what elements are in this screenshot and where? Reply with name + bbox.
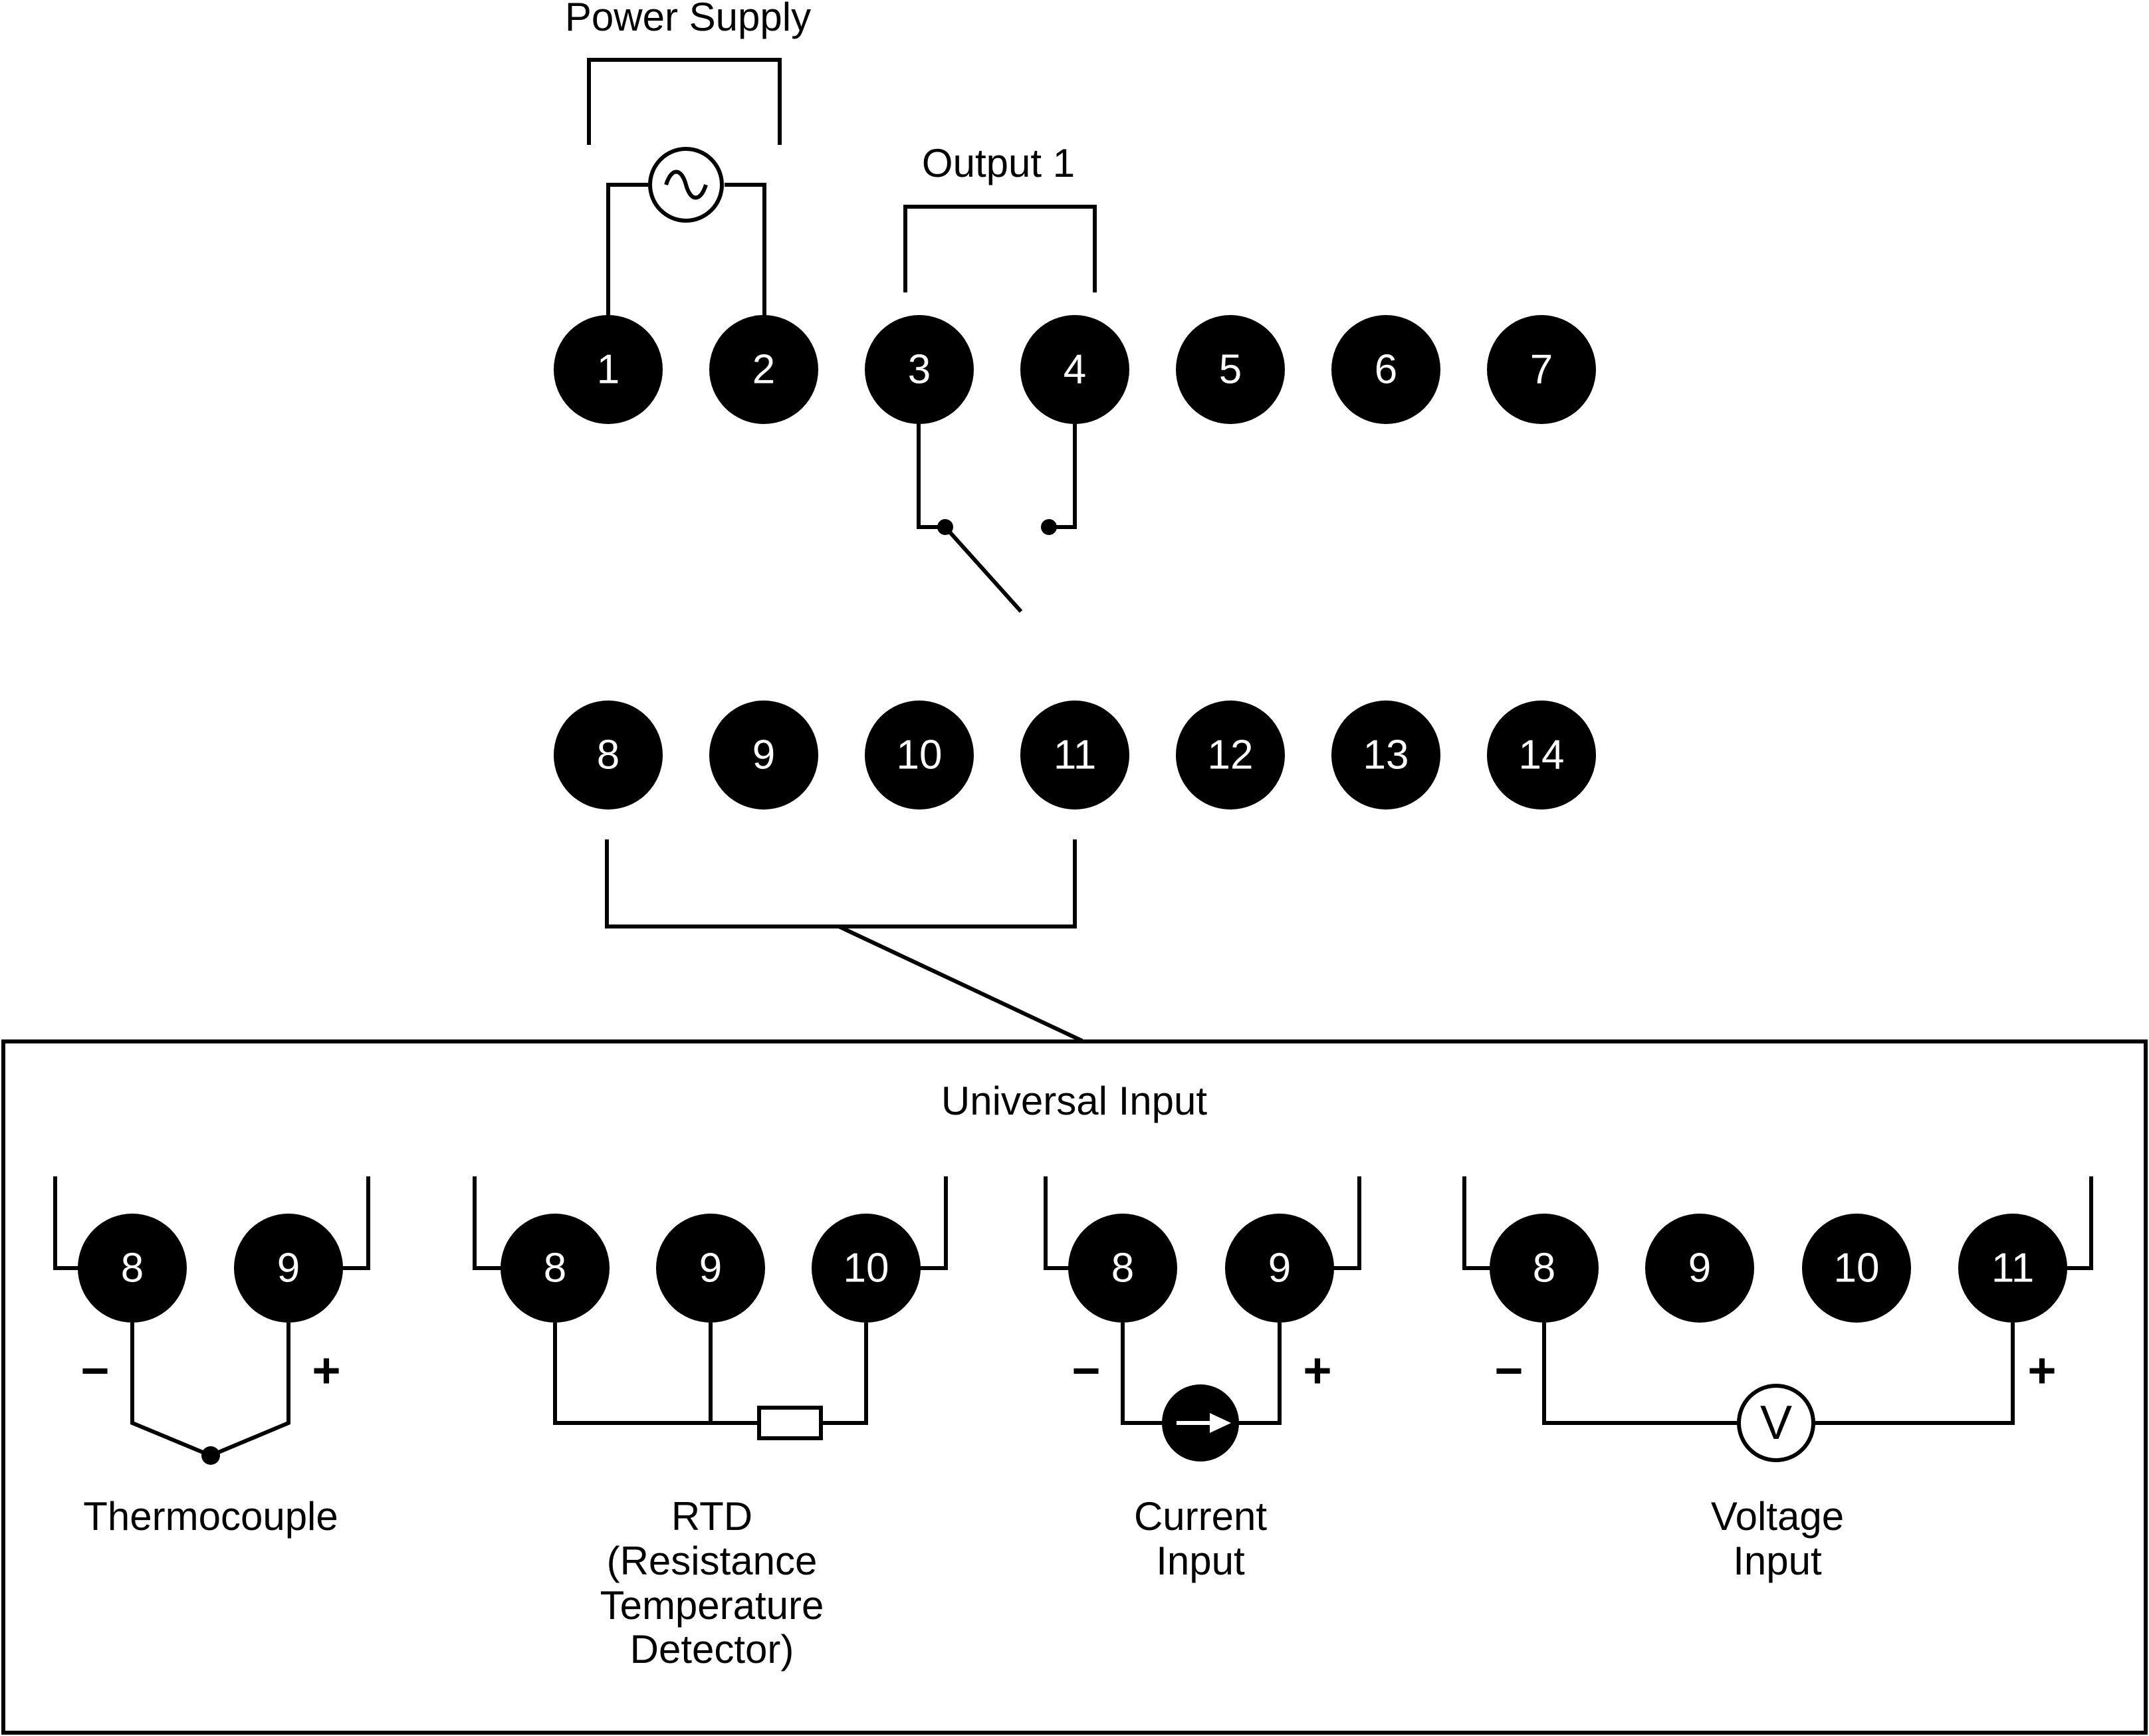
svg-text:11: 11 bbox=[1991, 1246, 2034, 1291]
power-supply-wire bbox=[606, 183, 766, 319]
terminal-10: 10 bbox=[865, 701, 974, 810]
terminal-12: 12 bbox=[1176, 701, 1285, 810]
voltage-input-diagram: V 8 9 10 11 − + Voltage Input bbox=[1462, 1176, 2093, 1583]
terminal-1: 1 bbox=[554, 315, 663, 424]
minus-sign: − bbox=[1072, 1343, 1100, 1398]
terminal-4: 4 bbox=[1020, 315, 1129, 424]
rtd-wire bbox=[553, 1323, 868, 1425]
thermocouple-wire bbox=[130, 1323, 290, 1458]
current-arrowhead-icon bbox=[1210, 1413, 1231, 1433]
voltmeter-icon bbox=[1737, 1384, 1815, 1462]
terminal-9: 9 bbox=[234, 1214, 343, 1323]
terminal-row-top: 1 2 3 4 5 6 7 bbox=[554, 315, 1596, 424]
output-1-label: Output 1 bbox=[922, 141, 1075, 185]
svg-text:10: 10 bbox=[1834, 1246, 1880, 1291]
svg-text:2: 2 bbox=[752, 347, 775, 393]
svg-text:8: 8 bbox=[597, 732, 620, 778]
svg-text:9: 9 bbox=[1268, 1246, 1291, 1291]
current-input-label-line-1: Current bbox=[1134, 1494, 1267, 1539]
universal-input-title: Universal Input bbox=[941, 1079, 1208, 1123]
terminal-6: 6 bbox=[1331, 315, 1440, 424]
terminal-8: 8 bbox=[78, 1214, 187, 1323]
voltage-input-wire bbox=[1542, 1323, 2015, 1425]
terminal-3: 3 bbox=[865, 315, 974, 424]
relay-wire-left bbox=[917, 399, 945, 529]
terminal-14: 14 bbox=[1487, 701, 1596, 810]
rtd-label-line-1: RTD bbox=[671, 1494, 752, 1539]
output-1-bracket bbox=[903, 205, 1097, 292]
svg-text:9: 9 bbox=[277, 1246, 300, 1291]
svg-text:13: 13 bbox=[1363, 732, 1409, 778]
terminal-9: 9 bbox=[709, 701, 818, 810]
terminal-5: 5 bbox=[1176, 315, 1285, 424]
input-bracket bbox=[605, 839, 1077, 928]
svg-text:4: 4 bbox=[1064, 347, 1086, 393]
terminal-10: 10 bbox=[1802, 1214, 1911, 1323]
resistor-icon bbox=[757, 1406, 823, 1440]
minus-sign: − bbox=[80, 1343, 109, 1398]
terminal-8: 8 bbox=[554, 701, 663, 810]
current-input-label-line-2: Input bbox=[1156, 1539, 1245, 1583]
svg-text:3: 3 bbox=[908, 347, 931, 393]
svg-text:14: 14 bbox=[1519, 732, 1565, 778]
svg-text:6: 6 bbox=[1375, 347, 1397, 393]
svg-text:5: 5 bbox=[1219, 347, 1242, 393]
input-leader-line bbox=[838, 924, 1083, 1043]
thermocouple-label: Thermocouple bbox=[83, 1494, 338, 1539]
svg-text:9: 9 bbox=[1688, 1246, 1711, 1291]
terminal-row-bottom: 8 9 10 11 12 13 14 bbox=[554, 701, 1596, 810]
power-supply-bracket bbox=[587, 58, 782, 145]
terminal-9: 9 bbox=[656, 1214, 765, 1323]
sine-wave-icon bbox=[664, 169, 708, 200]
voltmeter-symbol: V bbox=[1760, 1396, 1792, 1450]
voltage-input-label-line-1: Voltage bbox=[1711, 1494, 1844, 1539]
terminal-8: 8 bbox=[501, 1214, 610, 1323]
svg-text:8: 8 bbox=[1533, 1246, 1555, 1291]
plus-sign: + bbox=[312, 1343, 340, 1398]
rtd-label-line-3: Temperature bbox=[600, 1583, 824, 1628]
plus-sign: + bbox=[2027, 1343, 2056, 1398]
svg-text:7: 7 bbox=[1530, 347, 1553, 393]
relay-wire-right bbox=[1049, 399, 1077, 529]
svg-text:10: 10 bbox=[897, 732, 943, 778]
thermocouple-bracket bbox=[53, 1176, 370, 1270]
terminal-7: 7 bbox=[1487, 315, 1596, 424]
universal-input-panel bbox=[1, 1039, 2148, 1735]
svg-text:8: 8 bbox=[121, 1246, 144, 1291]
terminal-10: 10 bbox=[812, 1214, 921, 1323]
svg-text:1: 1 bbox=[597, 347, 620, 393]
rtd-diagram: 8 9 10 RTD (Resistance Temperature Detec… bbox=[473, 1176, 948, 1672]
rtd-bracket bbox=[473, 1176, 948, 1270]
relay-contact-right bbox=[1041, 519, 1057, 535]
svg-text:9: 9 bbox=[752, 732, 775, 778]
svg-text:9: 9 bbox=[699, 1246, 722, 1291]
voltage-input-label-line-2: Input bbox=[1733, 1539, 1822, 1583]
terminal-11: 11 bbox=[1958, 1214, 2067, 1323]
terminal-13: 13 bbox=[1331, 701, 1440, 810]
svg-text:8: 8 bbox=[1111, 1246, 1134, 1291]
terminal-8: 8 bbox=[1068, 1214, 1177, 1323]
rtd-label-line-2: (Resistance bbox=[607, 1539, 818, 1583]
current-input-bracket bbox=[1044, 1176, 1361, 1270]
svg-text:8: 8 bbox=[544, 1246, 566, 1291]
rtd-label-line-4: Detector) bbox=[630, 1627, 794, 1672]
thermocouple-diagram: 8 9 − + Thermocouple bbox=[53, 1176, 370, 1539]
thermocouple-junction bbox=[201, 1446, 220, 1465]
terminal-2: 2 bbox=[709, 315, 818, 424]
power-supply-label: Power Supply bbox=[565, 0, 811, 39]
minus-sign: − bbox=[1494, 1343, 1523, 1398]
relay-switch-arm bbox=[943, 525, 1023, 613]
terminal-11: 11 bbox=[1020, 701, 1129, 810]
terminal-8: 8 bbox=[1490, 1214, 1599, 1323]
svg-text:10: 10 bbox=[844, 1246, 889, 1291]
voltage-input-bracket bbox=[1462, 1176, 2093, 1270]
current-input-diagram: 8 9 − + Current Input bbox=[1044, 1176, 1361, 1583]
terminal-9: 9 bbox=[1645, 1214, 1754, 1323]
svg-text:11: 11 bbox=[1054, 732, 1096, 778]
terminal-9: 9 bbox=[1225, 1214, 1334, 1323]
svg-text:12: 12 bbox=[1208, 732, 1254, 778]
plus-sign: + bbox=[1303, 1343, 1331, 1398]
